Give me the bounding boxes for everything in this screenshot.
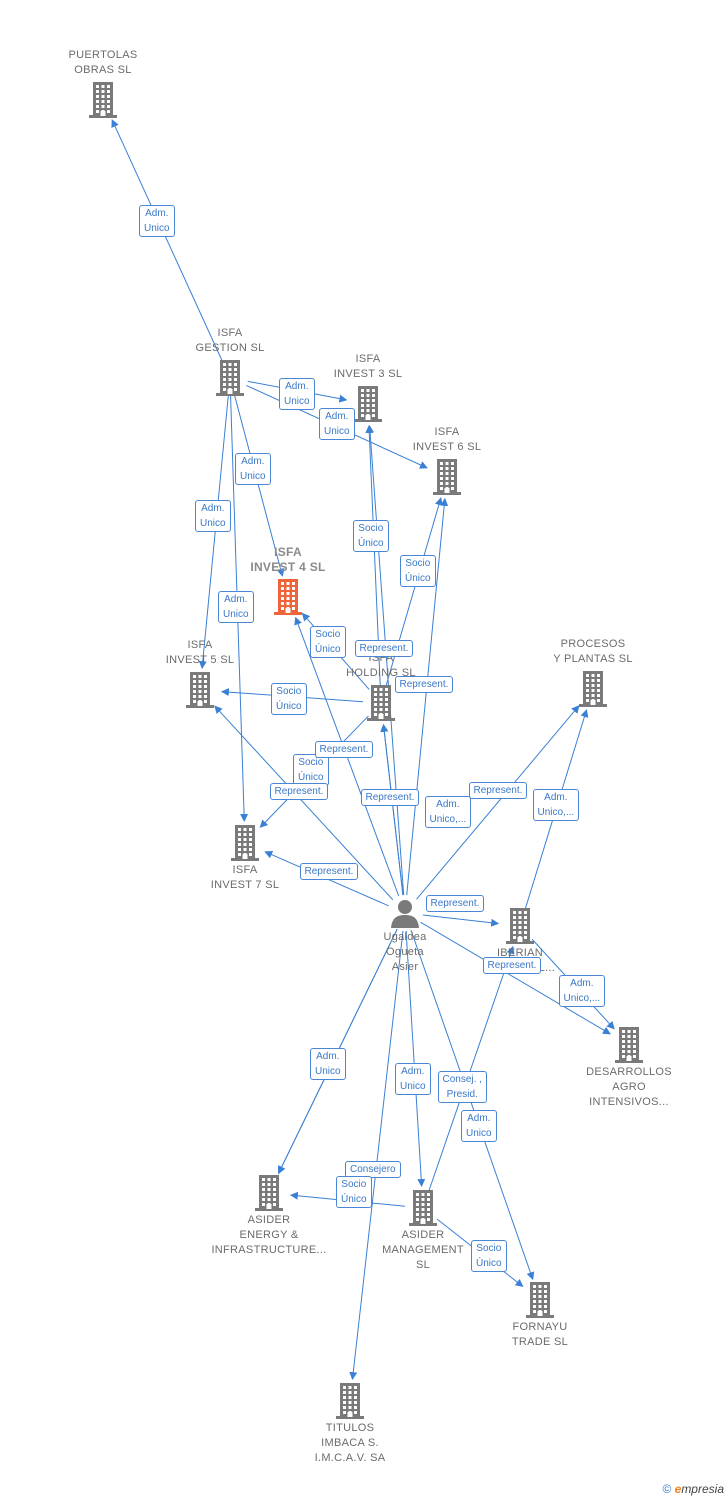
node-label: FORNAYU TRADE SL (511, 1321, 569, 1348)
edge-label[interactable]: Adm. Unico (195, 500, 231, 532)
node-label: ISFA INVEST 6 SL (412, 426, 482, 453)
edge-line (420, 921, 611, 1035)
building-icon (208, 579, 368, 615)
node-label: ASIDER MANAGEMENT SL (382, 1229, 464, 1271)
edge-line (406, 497, 449, 896)
edge-label[interactable]: Adm. Unico (235, 453, 271, 485)
edge-line (405, 930, 426, 1188)
edge-label[interactable]: Socio Único (353, 520, 389, 552)
edge-label[interactable]: Adm. Unico,... (558, 975, 606, 1007)
node-person[interactable]: Ugaldea Ogueta Asier (325, 898, 485, 975)
edge-label[interactable]: Socio Único (400, 555, 436, 587)
building-icon (23, 82, 183, 118)
edge-label[interactable]: Socio Único (293, 754, 329, 786)
building-icon (150, 360, 310, 396)
node-label: TITULOS IMBACA S. I.M.C.A.V. SA (314, 1422, 386, 1464)
node-asider-energy[interactable]: ASIDER ENERGY & INFRASTRUCTURE... (189, 1175, 349, 1258)
building-icon (270, 1383, 430, 1419)
building-icon (120, 672, 280, 708)
edge-label[interactable]: Represent. (299, 862, 359, 880)
node-asider-mgmt[interactable]: ASIDER MANAGEMENT SL (343, 1190, 503, 1273)
copyright-symbol: © (662, 1482, 672, 1496)
edge-line (410, 929, 535, 1281)
node-label: ISFA INVEST 4 SL (250, 545, 326, 574)
edge-line (214, 705, 394, 901)
edge-label[interactable]: Represent. (269, 782, 329, 800)
edge-label[interactable]: Socio Único (310, 626, 346, 658)
node-fornayu[interactable]: FORNAYU TRADE SL (460, 1282, 620, 1350)
node-isfa-invest6[interactable]: ISFA INVEST 6 SL (367, 425, 527, 495)
node-procesos[interactable]: PROCESOS Y PLANTAS SL (513, 637, 673, 707)
node-label: ASIDER ENERGY & INFRASTRUCTURE... (211, 1214, 327, 1256)
node-label: ISFA INVEST 3 SL (333, 353, 403, 380)
person-icon (325, 898, 485, 928)
node-isfa-holding[interactable]: ISFA HOLDING SL (301, 651, 461, 721)
edge-line (349, 930, 404, 1381)
building-icon (165, 825, 325, 861)
building-icon (513, 671, 673, 707)
edge-label[interactable]: Adm. Unico (395, 1063, 431, 1095)
edge-label[interactable]: Consej. , Presid. (437, 1071, 487, 1103)
building-icon (440, 908, 600, 944)
building-icon (301, 685, 461, 721)
edge-label[interactable]: Represent. (360, 788, 420, 806)
node-label: Ugaldea Ogueta Asier (383, 931, 427, 973)
node-label: ISFA INVEST 5 SL (165, 639, 235, 666)
edge-label[interactable]: Adm. Unico (461, 1110, 497, 1142)
edge-label[interactable]: Adm. Unico (139, 205, 175, 237)
node-label: PUERTOLAS OBRAS SL (68, 49, 138, 76)
building-icon (549, 1027, 709, 1063)
edge-label[interactable]: Adm. Unico (319, 408, 355, 440)
footer-brand[interactable]: © empresia (662, 1482, 724, 1496)
edge-label[interactable]: Adm. Unico (310, 1048, 346, 1080)
edge-label[interactable]: Represent. (482, 956, 542, 974)
edge-label[interactable]: Adm. Unico,... (532, 789, 580, 821)
edge-label[interactable]: Adm. Unico (218, 591, 254, 623)
edge-label[interactable]: Represent. (314, 740, 374, 758)
node-titulos[interactable]: TITULOS IMBACA S. I.M.C.A.V. SA (270, 1383, 430, 1466)
node-desarrollos[interactable]: DESARROLLOS AGRO INTENSIVOS... (549, 1027, 709, 1110)
node-label: PROCESOS Y PLANTAS SL (553, 638, 633, 665)
building-icon (343, 1190, 503, 1226)
edge-label[interactable]: Socio Único (271, 683, 307, 715)
edge-line (198, 395, 229, 670)
edge-label[interactable]: Represent. (468, 781, 528, 799)
building-icon (367, 459, 527, 495)
edge-label[interactable]: Socio Único (336, 1176, 372, 1208)
building-icon (460, 1282, 620, 1318)
building-icon (189, 1175, 349, 1211)
edge-label[interactable]: Represent. (394, 675, 454, 693)
edges-layer (111, 119, 615, 1381)
edge-line (111, 119, 223, 362)
edge-line (234, 395, 285, 577)
node-isfa-invest4[interactable]: ISFA INVEST 4 SL (208, 545, 368, 615)
node-isfa-gestion[interactable]: ISFA GESTION SL (150, 326, 310, 396)
edge-line (380, 723, 404, 896)
edge-label[interactable]: Represent. (354, 639, 414, 657)
node-isfa-invest7[interactable]: ISFA INVEST 7 SL (165, 825, 325, 893)
building-icon (288, 386, 448, 422)
edge-label[interactable]: Adm. Unico,... (424, 796, 472, 828)
node-label: DESARROLLOS AGRO INTENSIVOS... (586, 1066, 672, 1108)
brand-name: mpresia (681, 1482, 724, 1496)
edge-label[interactable]: Adm. Unico (279, 378, 315, 410)
edge-line (416, 705, 580, 900)
edge-label[interactable]: Represent. (425, 894, 485, 912)
node-isfa-invest5[interactable]: ISFA INVEST 5 SL (120, 638, 280, 708)
edge-line (366, 424, 405, 896)
node-label: ISFA GESTION SL (195, 327, 265, 354)
edge-line (428, 945, 515, 1192)
edge-line (422, 914, 500, 927)
node-isfa-invest3[interactable]: ISFA INVEST 3 SL (288, 352, 448, 422)
node-label: ISFA INVEST 7 SL (210, 864, 280, 891)
node-puertolas[interactable]: PUERTOLAS OBRAS SL (23, 48, 183, 118)
edge-label[interactable]: Consejero (345, 1160, 401, 1178)
brand-initial: e (674, 1482, 682, 1496)
edge-label[interactable]: Socio Único (471, 1240, 507, 1272)
